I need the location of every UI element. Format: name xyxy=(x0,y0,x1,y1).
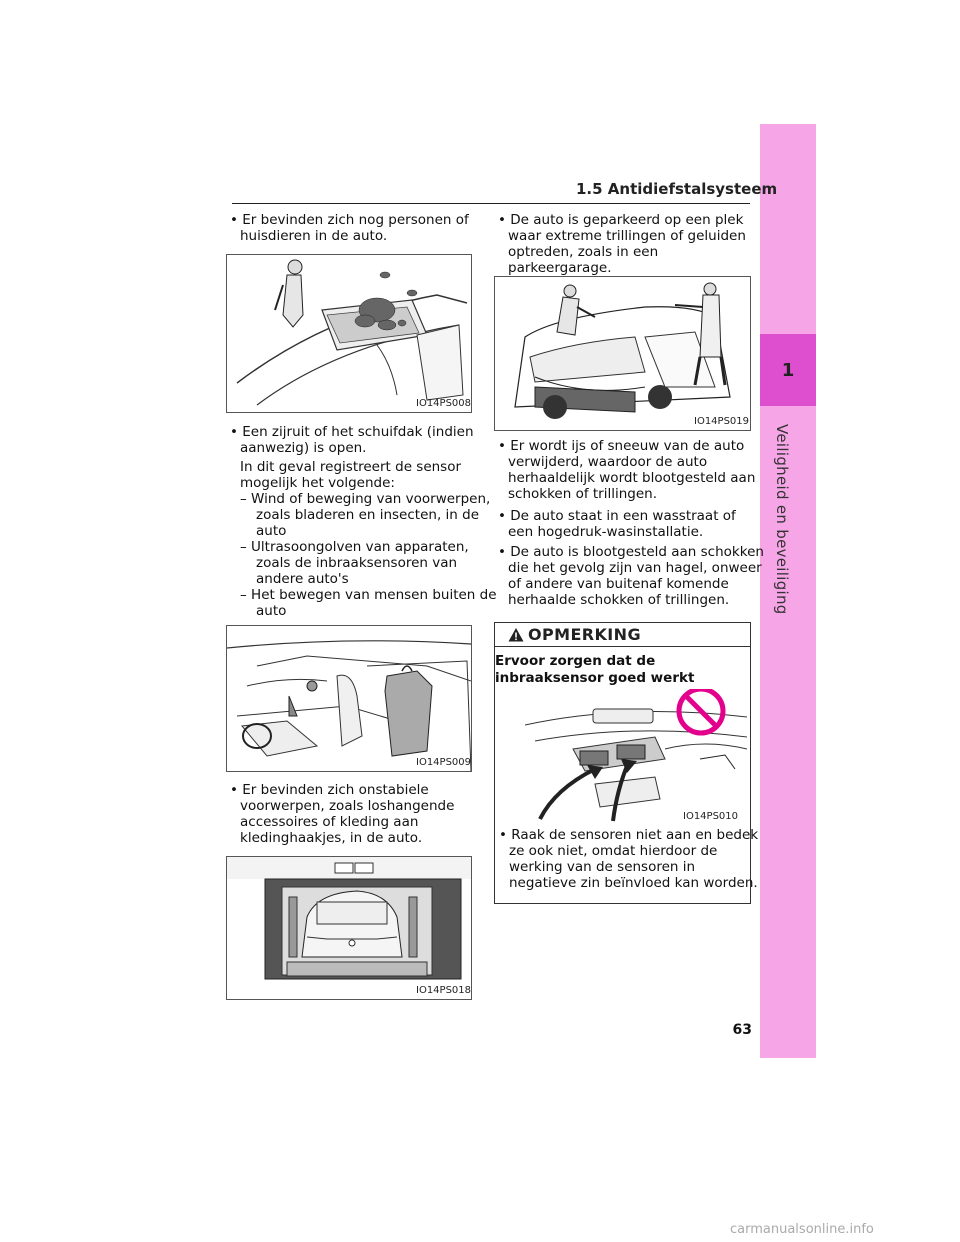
section-title: 1.5 Antidiefstalsysteem xyxy=(576,180,778,198)
figure-code-4: IO14PS019 xyxy=(694,416,750,427)
header-rule xyxy=(232,203,750,204)
right-bullet-3: • De auto staat in een wasstraat of een … xyxy=(498,508,736,540)
left-bullet-3: • Er bevinden zich onstabiele voorwerpen… xyxy=(230,782,455,846)
left-dash-3: – Het bewegen van mensen buiten de auto xyxy=(240,587,497,619)
figure-code-3: IO14PS018 xyxy=(416,985,472,996)
notice-heading: Ervoor zorgen dat de inbraaksensor goed … xyxy=(495,653,695,686)
chapter-title: Veiligheid en beveiliging xyxy=(773,424,791,615)
interior-illustration xyxy=(227,640,471,771)
right-bullet-1: • De auto is geparkeerd op een plek waar… xyxy=(498,212,746,276)
left-bullet-1: • Er bevinden zich nog personen of huisd… xyxy=(230,212,469,244)
notice-title: OPMERKING xyxy=(528,625,641,644)
figure-code-2: IO14PS009 xyxy=(416,757,472,768)
chapter-side-tab: 1 Veiligheid en beveiliging xyxy=(760,124,816,1058)
sensor-prohibition-illustration xyxy=(525,689,747,822)
left-dash-2: – Ultrasoongolven van apparaten, zoals d… xyxy=(240,539,469,587)
left-para-2: In dit geval registreert de sensor mogel… xyxy=(240,459,462,491)
sunroof-illustration xyxy=(236,259,468,406)
figure-car-wash xyxy=(226,856,472,1000)
snow-removal-illustration xyxy=(514,282,731,419)
chapter-number: 1 xyxy=(760,334,816,406)
left-dash-1: – Wind of beweging van voorwerpen, zoals… xyxy=(240,491,491,539)
figure-code-1: IO14PS008 xyxy=(416,398,472,409)
car-wash-illustration xyxy=(227,857,471,980)
figure-code-5: IO14PS010 xyxy=(683,811,739,822)
watermark: carmanualsonline.info xyxy=(730,1222,874,1237)
warning-icon xyxy=(508,627,524,641)
right-bullet-2: • Er wordt ijs of sneeuw van de auto ver… xyxy=(498,438,756,502)
figure-sunroof-leaves xyxy=(226,254,472,413)
notice-bullet: • Raak de sensoren niet aan en bedek ze … xyxy=(499,827,759,891)
figure-snow-removal xyxy=(494,276,751,431)
left-bullet-2: • Een zijruit of het schuifdak (indien a… xyxy=(230,424,474,456)
right-bullet-4: • De auto is blootgesteld aan schokken d… xyxy=(498,544,764,608)
page-number: 63 xyxy=(732,1022,752,1038)
notice-box: OPMERKING Ervoor zorgen dat de inbraakse… xyxy=(494,622,758,904)
figure-interior-objects xyxy=(226,625,472,772)
notice-header: OPMERKING xyxy=(495,623,750,647)
